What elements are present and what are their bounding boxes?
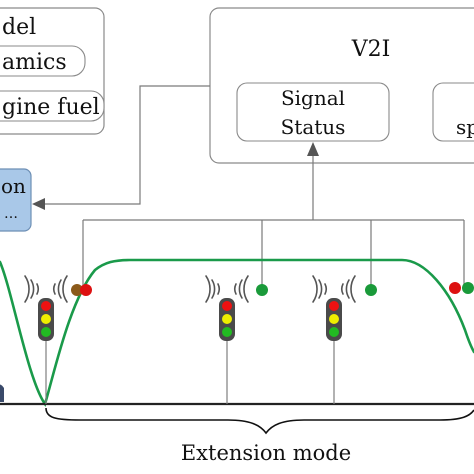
vehicle-model-box: del amics gine fuel <box>0 7 105 135</box>
light-poles <box>45 340 335 404</box>
signal-status-arrowhead <box>307 142 319 156</box>
speed-profile-curve <box>0 258 474 407</box>
extension-mode-brace <box>45 407 474 435</box>
signal-dot-green <box>256 284 268 296</box>
engine-fuel-label: gine fuel <box>2 95 100 120</box>
speed-box-label: sp <box>456 115 474 139</box>
v2i-title: V2I <box>351 37 391 62</box>
extension-mode-label: Extension mode <box>181 441 351 465</box>
traffic-light-icon <box>312 275 356 341</box>
car-icon <box>0 384 4 402</box>
signal-dot-green <box>462 282 474 294</box>
engine-fuel-pill <box>0 90 105 122</box>
wireless-signal-icon <box>24 275 68 303</box>
dynamics-label: amics <box>2 50 67 75</box>
speed-box <box>432 82 474 142</box>
controller-line1: on <box>1 174 26 198</box>
v2i-to-controller-arrow <box>32 85 210 210</box>
traffic-light-icon <box>205 275 249 341</box>
traffic-light-icon <box>24 275 68 341</box>
dynamics-pill <box>0 45 86 77</box>
signal-status-box <box>236 82 390 142</box>
wireless-signal-icon <box>205 275 249 303</box>
signal-bus <box>82 142 465 288</box>
signal-dot-red <box>449 282 461 294</box>
controller-box: on … <box>0 168 32 232</box>
v2i-box: V2I Signal Status sp <box>209 7 474 164</box>
signal-dot-green <box>365 284 377 296</box>
signal-dot-red <box>80 284 92 296</box>
signal-status-line2: Status <box>281 115 346 139</box>
signal-state-dots <box>71 282 474 296</box>
signal-status-line1: Signal <box>281 86 345 110</box>
wireless-signal-icon <box>312 275 356 303</box>
signal-dot-brown <box>71 284 83 296</box>
vehicle-model-title: del <box>2 15 36 40</box>
controller-line2: … <box>4 206 18 222</box>
